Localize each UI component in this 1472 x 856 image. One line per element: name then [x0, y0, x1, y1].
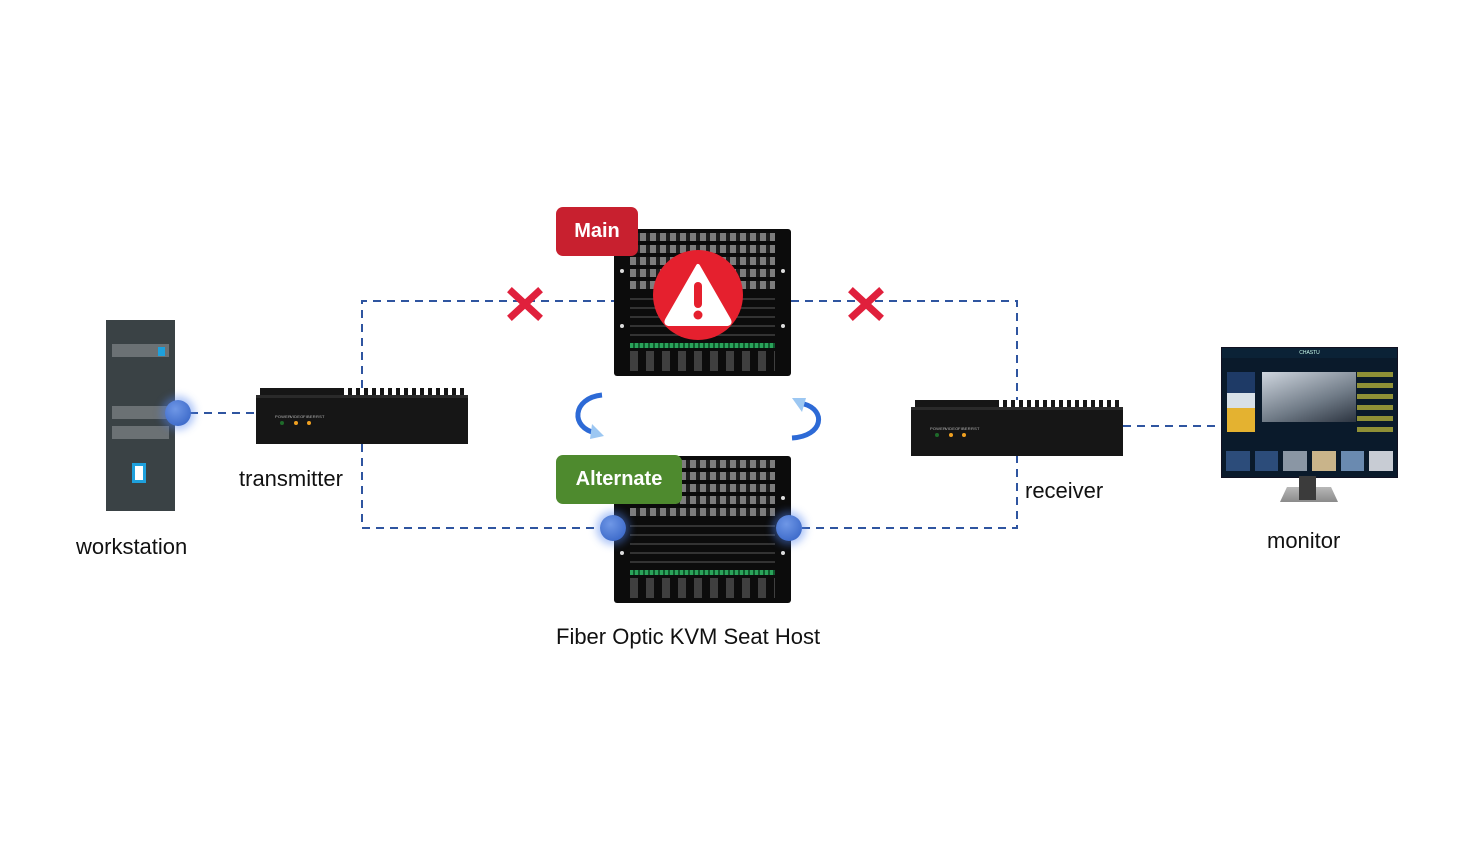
node-dot	[776, 515, 802, 541]
broken-link-icon	[507, 287, 543, 321]
led-label: FIBER	[958, 426, 971, 431]
power-led	[280, 421, 284, 425]
led-label: VIDEO	[290, 414, 304, 419]
warning-icon	[653, 250, 743, 340]
drive-bay	[112, 344, 169, 357]
power-led	[935, 433, 939, 437]
workstation-label: workstation	[76, 534, 188, 559]
fiber-led	[307, 421, 311, 425]
node-dot	[165, 400, 191, 426]
node-dot	[600, 515, 626, 541]
alternate-tag: Alternate	[556, 455, 682, 504]
broken-link-icon	[848, 287, 884, 321]
switchover-arrow-left-icon	[575, 392, 604, 439]
status-led	[158, 347, 165, 356]
monitor-screen: CHASTU	[1221, 347, 1398, 478]
led-label: POWER	[930, 426, 947, 431]
video-led	[949, 433, 953, 437]
main-tag: Main	[556, 207, 638, 256]
monitor-neck	[1299, 476, 1316, 500]
link-transmitter-main	[361, 300, 614, 388]
led-label: RST	[316, 414, 325, 419]
host-caption: Fiber Optic KVM Seat Host	[556, 624, 821, 649]
workstation-tower	[106, 320, 175, 511]
receiver-label: receiver	[1025, 478, 1104, 503]
link-alternate-receiver	[802, 456, 1018, 529]
link-transmitter-alternate	[361, 444, 600, 529]
power-button-icon	[132, 463, 146, 483]
led-label: VIDEO	[945, 426, 959, 431]
switchover-arrow-right-icon	[791, 398, 822, 441]
screen-title: CHASTU	[1222, 348, 1397, 358]
transmitter-label: transmitter	[239, 466, 343, 491]
link-main-receiver	[791, 300, 1018, 400]
drive-bay	[112, 426, 169, 439]
transmitter-device: POWER VIDEO FIBER RST	[256, 388, 468, 444]
fiber-led	[962, 433, 966, 437]
led-label: FIBER	[303, 414, 316, 419]
receiver-device: POWER VIDEO FIBER RST	[911, 400, 1123, 456]
monitor-label: monitor	[1267, 528, 1341, 553]
video-preview	[1262, 372, 1356, 422]
led-label: RST	[971, 426, 980, 431]
led-label: POWER	[275, 414, 292, 419]
drive-bay	[112, 406, 169, 419]
video-led	[294, 421, 298, 425]
